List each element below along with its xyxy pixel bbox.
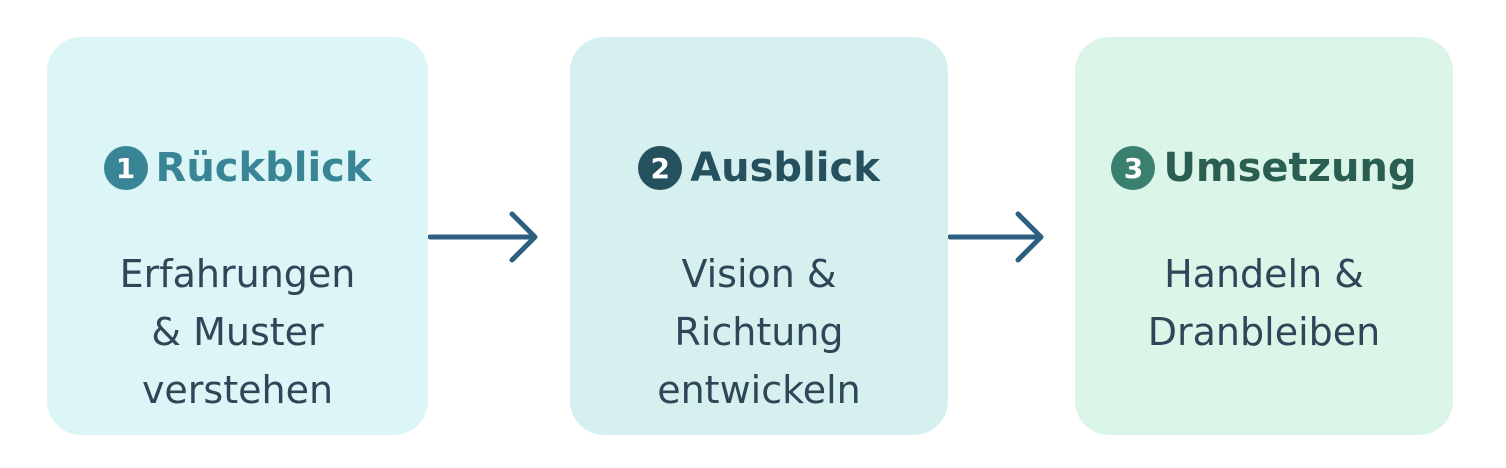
- description-line: Dranbleiben: [1147, 310, 1381, 354]
- step-box-3: 3 Umsetzung Handeln & Dranbleiben: [1075, 37, 1453, 435]
- description-line: & Muster: [151, 310, 324, 354]
- number-badge-2: 2: [638, 146, 683, 190]
- step-box-1: 1 Rückblick Erfahrungen & Muster versteh…: [47, 37, 428, 435]
- description-line: Vision &: [681, 252, 837, 296]
- number-badge-3: 3: [1111, 146, 1156, 190]
- step-box-2: 2 Ausblick Vision & Richtung entwickeln: [570, 37, 948, 435]
- step-title-text: Rückblick: [155, 145, 372, 191]
- description-line: Erfahrungen: [119, 252, 356, 296]
- description-line: entwickeln: [657, 368, 861, 412]
- step-title-text: Umsetzung: [1163, 145, 1417, 191]
- step-description-3: Handeln & Dranbleiben: [1075, 245, 1453, 361]
- step-title-2: 2 Ausblick: [570, 145, 948, 191]
- arrow-right-icon: [428, 211, 538, 263]
- step-description-1: Erfahrungen & Muster verstehen: [47, 245, 428, 419]
- arrow-right-icon: [948, 211, 1044, 263]
- step-title-1: 1 Rückblick: [47, 145, 428, 191]
- step-title-text: Ausblick: [690, 145, 880, 191]
- step-description-2: Vision & Richtung entwickeln: [570, 245, 948, 419]
- number-badge-1: 1: [103, 146, 148, 190]
- description-line: Handeln &: [1164, 252, 1364, 296]
- description-line: verstehen: [141, 368, 334, 412]
- description-line: Richtung: [674, 310, 844, 354]
- step-title-3: 3 Umsetzung: [1075, 145, 1453, 191]
